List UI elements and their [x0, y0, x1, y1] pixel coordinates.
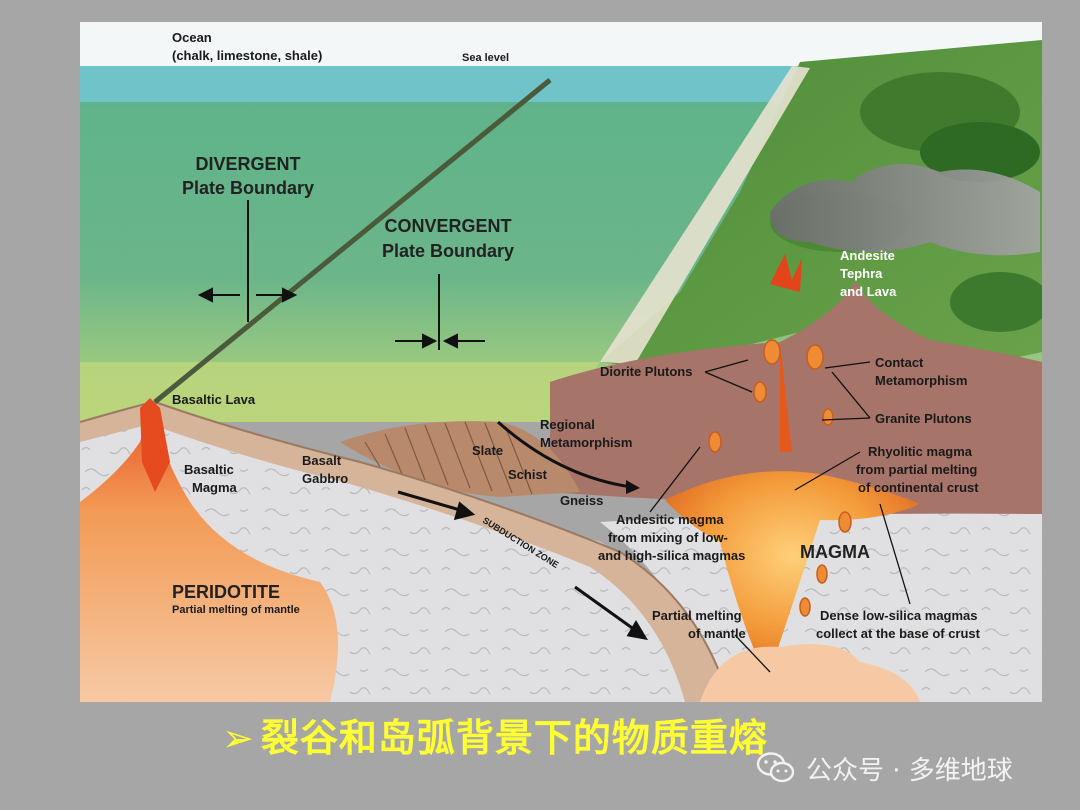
label-slate: Slate	[472, 443, 503, 458]
label-ocean: Ocean	[172, 30, 212, 45]
coast-beach	[600, 66, 810, 364]
convergent-pointer	[395, 274, 485, 350]
label-andesitic-3: and high-silica magmas	[598, 548, 745, 563]
wechat-icon	[756, 752, 795, 783]
label-andesite-3: and Lava	[840, 284, 897, 299]
label-ocean-sub: (chalk, limestone, shale)	[172, 48, 322, 63]
shallow-water	[80, 362, 600, 422]
label-partial-melting-2: of mantle	[688, 626, 746, 641]
eruption-lava	[770, 254, 802, 292]
watermark: 公众号 · 多维地球	[756, 748, 1013, 788]
label-contact-1: Contact	[875, 355, 924, 370]
label-rhyolitic-2: from partial melting	[856, 462, 977, 477]
volcanic-ash-cloud	[770, 164, 1040, 256]
label-contact-2: Metamorphism	[875, 373, 967, 388]
plutons	[708, 339, 852, 617]
ridge-line	[153, 78, 552, 404]
caption-text: 裂谷和岛弧背景下的物质重熔	[260, 716, 768, 760]
tectonic-diagram: Ocean (chalk, limestone, shale) Sea leve…	[80, 22, 1042, 702]
label-rhyolitic-1: Rhyolitic magma	[868, 444, 973, 459]
ridge-vent	[140, 398, 170, 492]
label-peridotite-sub: Partial melting of mantle	[172, 604, 300, 616]
label-partial-melting-1: Partial melting	[652, 608, 742, 623]
continental-crust	[550, 280, 1042, 518]
label-divergent-2: Plate Boundary	[182, 178, 314, 198]
slide-caption: ➢裂谷和岛弧背景下的物质重熔	[222, 712, 768, 764]
label-andesitic-1: Andesitic magma	[616, 512, 724, 527]
magma-conduit	[780, 342, 792, 452]
label-gneiss: Gneiss	[560, 493, 603, 508]
label-basalt-1: Basalt	[302, 453, 342, 468]
caption-marker: ➢	[222, 716, 255, 760]
label-dense-1: Dense low-silica magmas	[820, 608, 978, 623]
leader-lines	[649, 359, 911, 673]
label-basaltic-magma-1: Basaltic	[184, 462, 234, 477]
partial-melt-blob	[700, 644, 920, 702]
label-schist: Schist	[508, 467, 548, 482]
label-dense-2: collect at the base of crust	[816, 626, 981, 641]
magma-chamber	[665, 471, 920, 682]
label-magma: MAGMA	[800, 542, 870, 562]
label-rhyolitic-3: of continental crust	[858, 480, 979, 495]
label-basaltic-lava: Basaltic Lava	[172, 392, 256, 407]
label-regional-2: Metamorphism	[540, 435, 632, 450]
label-sea-level: Sea level	[462, 52, 509, 64]
label-basaltic-magma-2: Magma	[192, 480, 238, 495]
label-convergent-1: CONVERGENT	[384, 216, 511, 236]
divergent-pointer	[197, 200, 298, 322]
watermark-text: 公众号 · 多维地球	[806, 755, 1013, 786]
label-diorite: Diorite Plutons	[600, 364, 692, 379]
label-andesite-2: Tephra	[840, 266, 883, 281]
metamorphism-arrow	[497, 420, 633, 489]
oceanic-slab	[80, 402, 730, 702]
subduction-arrows	[397, 490, 649, 641]
label-peridotite: PERIDOTITE	[172, 582, 280, 602]
label-basalt-2: Gabbro	[302, 471, 348, 486]
label-divergent-1: DIVERGENT	[195, 154, 300, 174]
label-andesite-1: Andesite	[840, 248, 895, 263]
label-regional-1: Regional	[540, 417, 595, 432]
label-andesitic-2: from mixing of low-	[608, 530, 728, 545]
wedge-folds	[364, 421, 533, 495]
peridotite-plume	[80, 407, 338, 702]
label-convergent-2: Plate Boundary	[382, 241, 514, 261]
label-granite: Granite Plutons	[875, 411, 972, 426]
